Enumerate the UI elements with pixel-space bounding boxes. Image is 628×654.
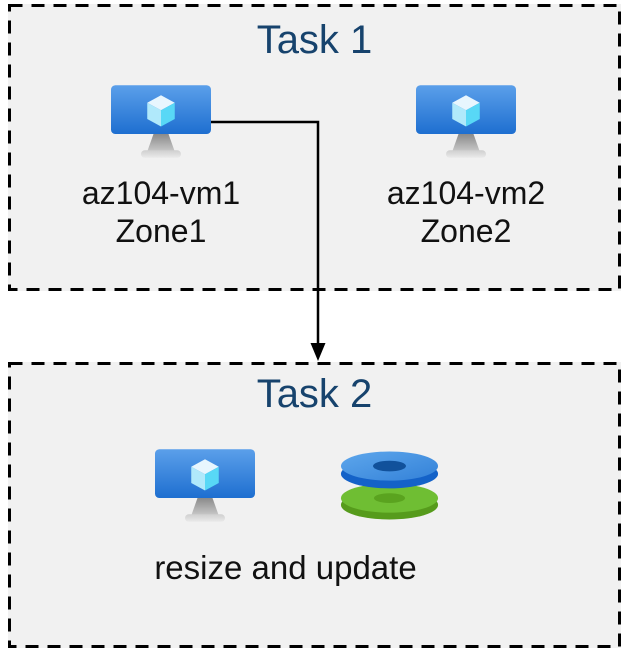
vm-label: az104-vm1 Zone1 — [82, 174, 240, 250]
task2-box: Task 2 resize and u — [8, 362, 621, 648]
vm-zone: Zone1 — [115, 213, 207, 249]
vm-zone: Zone2 — [420, 213, 512, 249]
disks-icon — [340, 451, 439, 520]
vm-name: az104-vm1 — [81, 175, 241, 211]
vm-name: az104-vm2 — [386, 175, 546, 211]
task2-vm — [155, 449, 255, 527]
task2-caption: resize and update — [154, 549, 417, 586]
virtual-machine-icon — [416, 85, 516, 158]
connector-arrowhead-icon — [310, 343, 326, 361]
task1-box: Task 1 az104-vm1 Zone1 — [8, 4, 621, 291]
virtual-machine-icon — [111, 85, 211, 158]
task2-disks — [339, 448, 440, 521]
vm-group-az104-vm1: az104-vm1 Zone1 — [51, 85, 271, 250]
vm-label: az104-vm2 Zone2 — [387, 174, 545, 250]
vm-group-az104-vm2: az104-vm2 Zone2 — [356, 85, 576, 250]
task2-title: Task 2 — [256, 372, 373, 416]
virtual-machine-icon — [155, 449, 255, 522]
task1-title: Task 1 — [256, 18, 373, 62]
